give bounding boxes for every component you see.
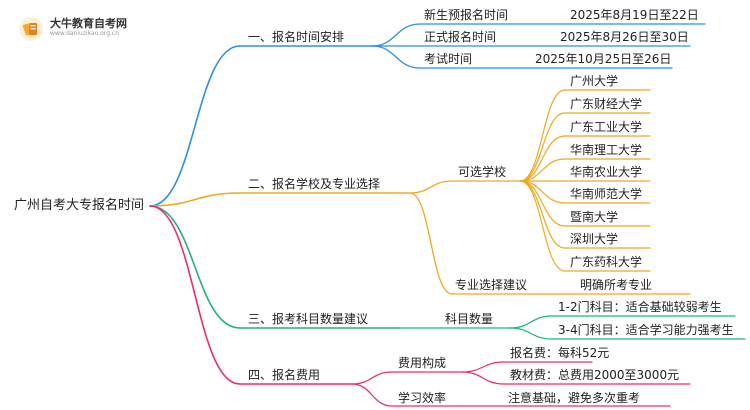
subject-item: 3-4门科目：适合学习能力强考生 [558,323,734,337]
fee-item: 教材费：总费用2000至3000元 [510,368,680,382]
efficiency-item: 注意基础，避免多次重考 [508,391,641,405]
school-item: 广州大学 [570,74,619,88]
subject-item-link [509,327,553,340]
school-item-link [519,180,566,227]
root-link-3 [149,205,241,329]
fee-group-link [351,371,393,385]
major-advice-item: 明确所考专业 [580,278,653,292]
branch-3-label: 三、报考科目数量建议 [248,312,369,326]
school-group-link [409,180,453,194]
branch-1-row-3-value: 2025年10月25日至26日 [535,52,672,66]
school-item: 广东药科大学 [570,255,643,269]
school-item-link [519,180,566,272]
fee-item: 报名费：每科52元 [510,346,610,360]
brand-url: www.daniuzikao.org.cn [50,30,120,37]
branch-2-group-2-label: 专业选择建议 [455,278,528,292]
branch-4-label: 四、报名费用 [248,368,321,382]
root-link-4 [149,205,241,385]
branch-2-label: 二、报名学校及专业选择 [248,177,381,191]
school-item: 广东工业大学 [570,120,643,134]
branch-3-group-1-label: 科目数量 [445,312,494,326]
mindmap-root: 广州自考大专报名时间 [14,198,145,213]
root-link-1 [149,45,241,207]
branch-1-label: 一、报名时间安排 [248,30,345,44]
school-item: 华南理工大学 [570,143,643,157]
brand-name: 大牛教育自考网 [50,17,127,30]
branch-4-group-2-label: 学习效率 [398,391,447,405]
branch-1-row-2-label: 正式报名时间 [424,30,497,44]
school-item-link [519,158,566,182]
branch-1-row-1-label: 新生预报名时间 [424,8,509,22]
school-item: 华南师范大学 [570,187,643,201]
fee-item-link [461,371,505,385]
branch-1-row-link [371,23,421,47]
school-item-link [519,89,566,182]
major-group-link [409,192,453,295]
school-item: 华南农业大学 [570,165,643,179]
branch-4-group-1-label: 费用构成 [398,356,447,370]
school-item-link [519,180,566,249]
school-item: 深圳大学 [570,232,619,246]
school-item: 暨南大学 [570,210,619,224]
root-link-2 [149,192,241,207]
branch-1-row-1-value: 2025年8月19日至22日 [570,8,699,22]
school-item: 广东财经大学 [570,97,643,111]
branch-1-row-2-value: 2025年8月26日至30日 [560,30,689,44]
efficiency-group-link [351,383,393,407]
book-logo-icon [19,17,43,41]
school-item-link [519,112,566,182]
school-item-link [519,135,566,182]
fee-item-link [461,361,505,373]
branch-1-row-3-label: 考试时间 [424,52,473,66]
branch-1-row-link [371,45,421,69]
branch-2-group-1-label: 可选学校 [458,165,507,179]
subject-item-link [509,315,553,329]
subject-item: 1-2门科目：适合基础较弱考生 [558,300,722,314]
